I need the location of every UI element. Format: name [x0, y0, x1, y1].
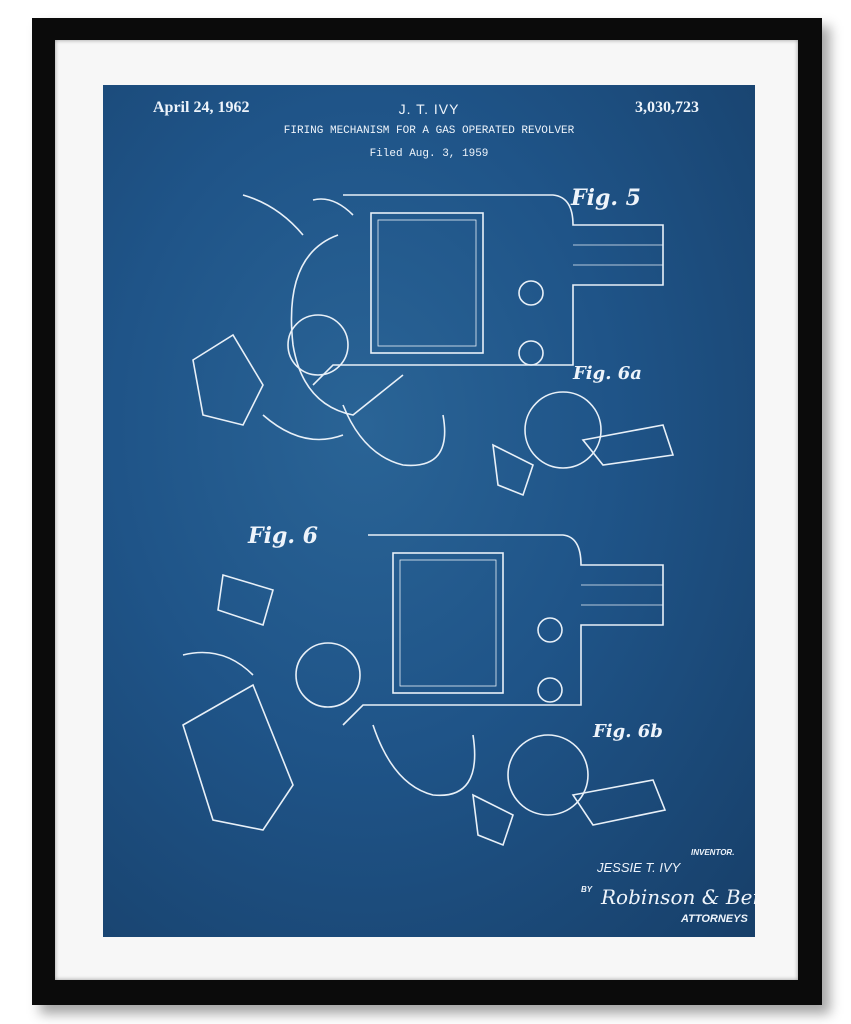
- revolver-drawings: [182, 194, 675, 847]
- by-label: BY: [581, 885, 593, 894]
- fig6a-label: Fig. 6a: [573, 363, 642, 384]
- fig6-drawing: [182, 534, 664, 831]
- attorney-signature: Robinson & Berry: [601, 885, 755, 909]
- patent-blueprint-print: April 24, 1962 J. T. IVY 3,030,723 FIRIN…: [103, 85, 755, 937]
- fig6-label: Fig. 6: [248, 523, 318, 549]
- inventor-label: INVENTOR.: [691, 848, 735, 857]
- fig5-label: Fig. 5: [571, 185, 641, 211]
- attorneys-label: ATTORNEYS: [681, 913, 748, 925]
- inventor-header: J. T. IVY: [398, 101, 460, 117]
- fig6b-drawing: [472, 734, 667, 847]
- fig6a-drawing: [492, 391, 675, 497]
- patent-date: April 24, 1962: [153, 99, 250, 116]
- filed-date: Filed Aug. 3, 1959: [369, 148, 489, 160]
- patent-number: 3,030,723: [635, 99, 699, 116]
- fig5-drawing: [192, 194, 664, 467]
- patent-title: FIRING MECHANISM FOR A GAS OPERATED REVO…: [283, 125, 575, 137]
- inventor-name: JESSIE T. IVY: [597, 860, 681, 875]
- fig6b-label: Fig. 6b: [593, 721, 663, 742]
